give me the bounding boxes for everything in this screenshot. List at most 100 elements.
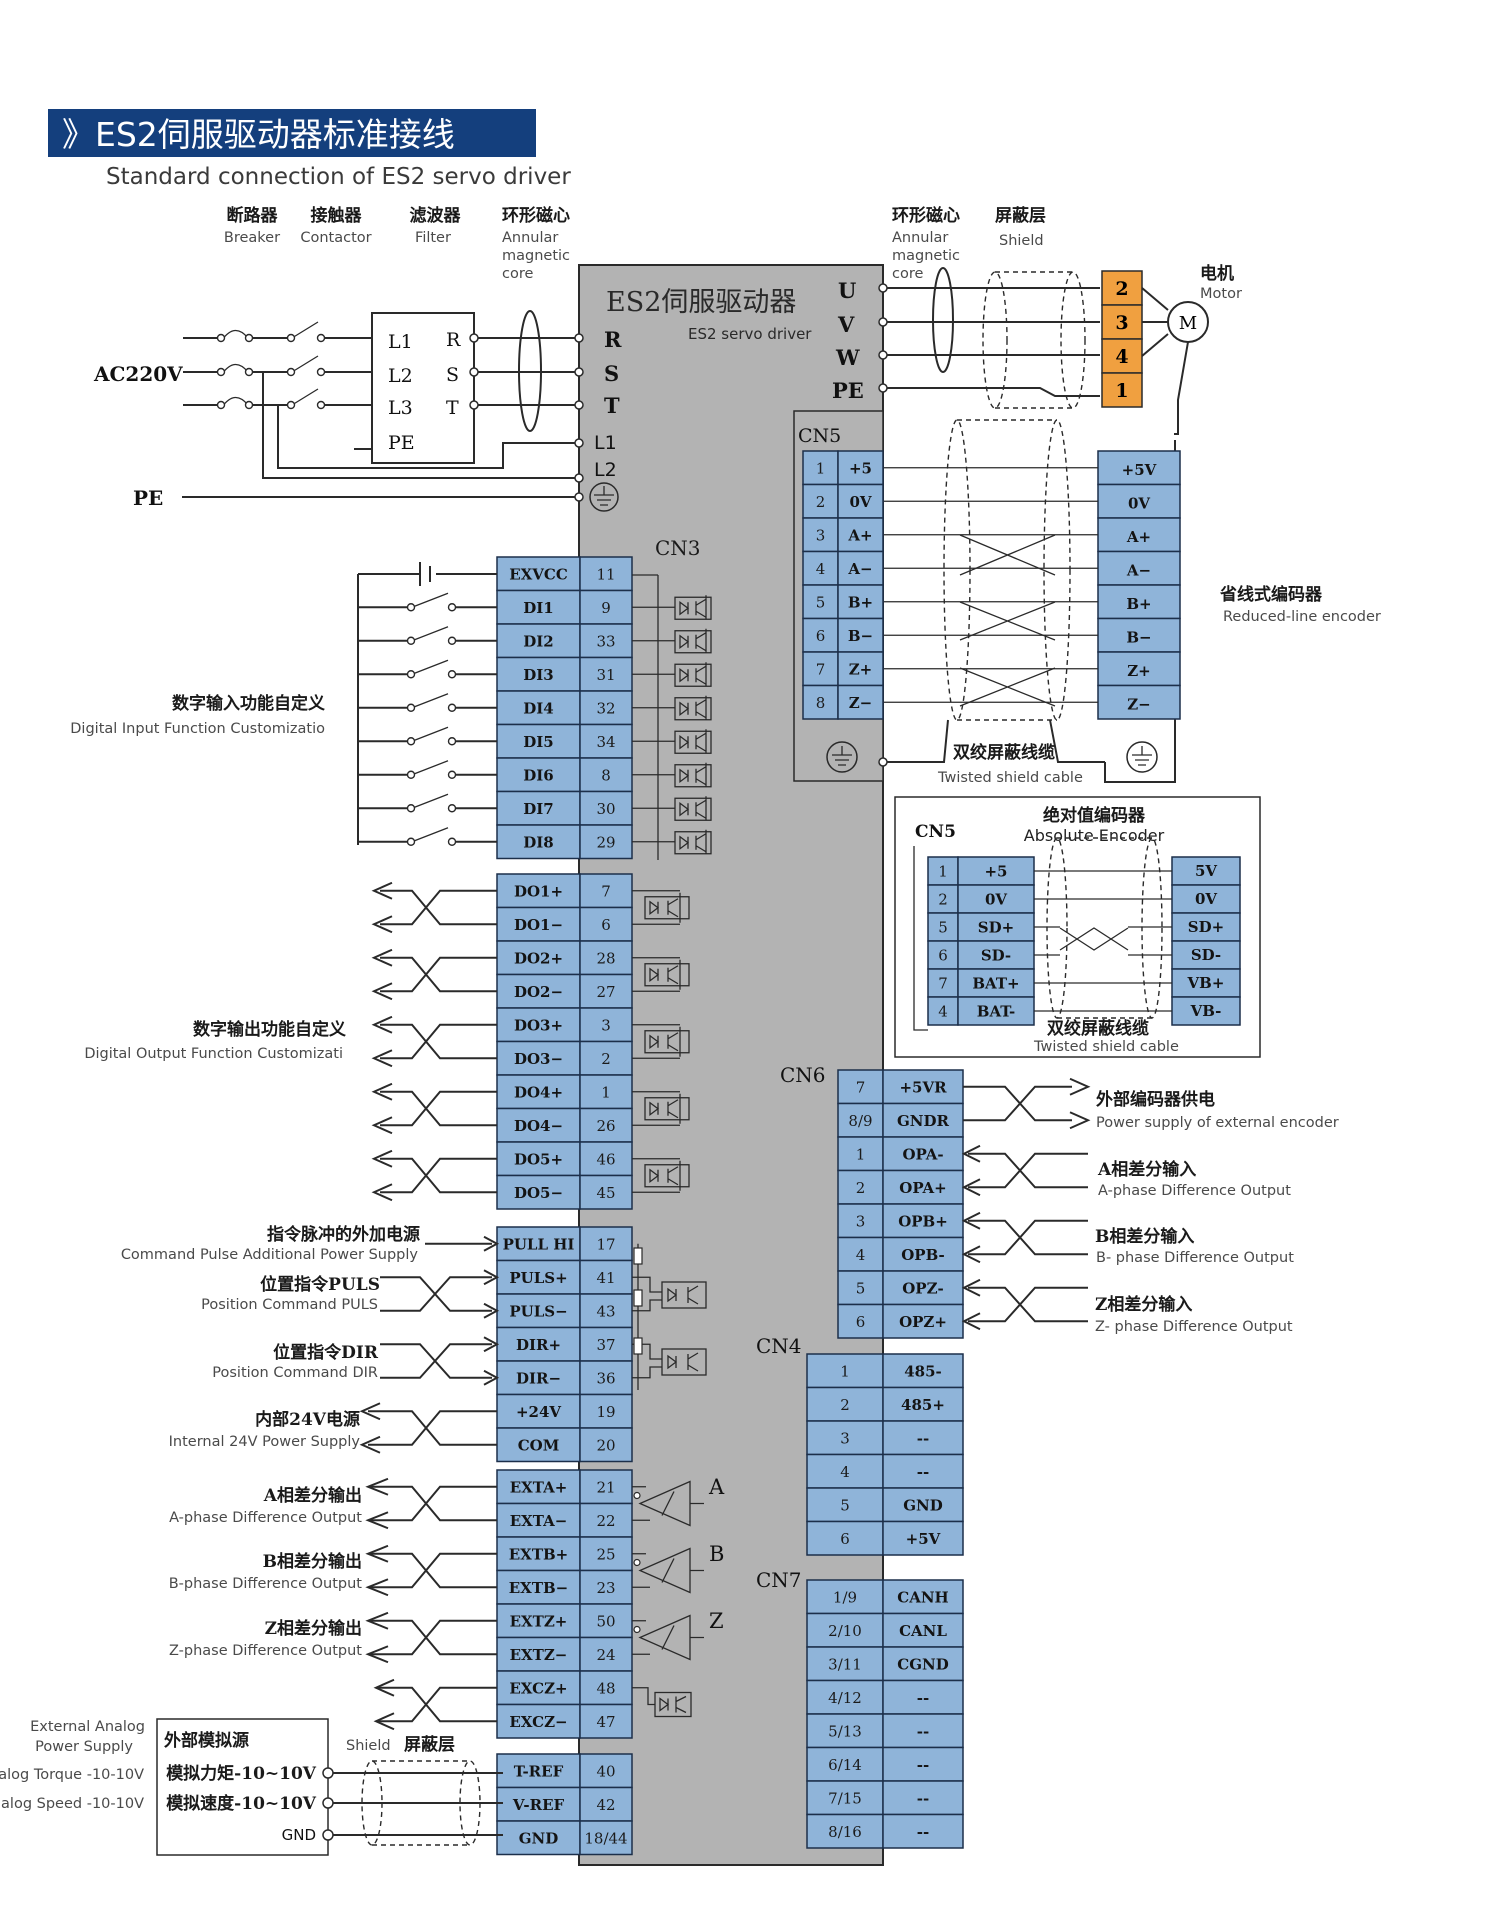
svg-text:0V: 0V <box>1195 890 1217 908</box>
abs-pin-5-text-b: SD+ <box>978 919 1014 937</box>
cn3-pulse-puls: PULS−43 <box>496 1293 633 1329</box>
cn3-in-exvcc-cell-b <box>579 556 633 592</box>
cn3-ext-exta-cell-b <box>579 1502 633 1538</box>
cn7-pin-3-11-text-a: 3/11 <box>828 1655 862 1673</box>
encoder-label-en: Reduced-line encoder <box>1223 609 1381 625</box>
cn3-ext-extb-text-a: EXTB− <box>509 1579 568 1597</box>
cn3-pulse-24v-text-a: +24V <box>516 1403 561 1421</box>
puls-label-cn: 位置指令PULS <box>260 1274 380 1295</box>
cn3-out-do2-text-a: DO2+ <box>514 949 563 967</box>
abs-pin-6-text-a: 6 <box>938 947 948 965</box>
svg-text:SD+: SD+ <box>1188 918 1224 936</box>
cn5-pin-1-text-b: +5 <box>849 459 872 477</box>
do-optocoupler-icon <box>644 892 690 923</box>
pull-label-en: Command Pulse Additional Power Supply <box>121 1247 419 1263</box>
cn3-out-do2-text-b: 27 <box>596 983 615 1001</box>
filter-out-r: R <box>446 329 461 351</box>
abs-title-en: Absolute Encoder <box>1024 826 1165 845</box>
filter-in-pe: PE <box>388 432 415 454</box>
filter-in-l3: L3 <box>388 397 413 419</box>
ac-supply-label: AC220V <box>93 362 183 386</box>
cn4-pin-3-text-b: -- <box>917 1429 929 1447</box>
abs-pin-6-cell-a <box>927 940 959 970</box>
analog-gnd: GND <box>282 1826 316 1844</box>
cn3-out-do1-cell-a <box>496 906 581 942</box>
analog-ext-en-2: Power Supply <box>35 1739 133 1755</box>
cn3-pulse-com-text-b: 20 <box>596 1436 615 1454</box>
cn3-out-do4: DO4+1 <box>496 1074 633 1110</box>
cn3-in-di7-cell-b <box>579 790 633 826</box>
cn3-analog-gnd-cell-b <box>579 1820 633 1856</box>
cn3-out-do5: DO5+46 <box>496 1141 633 1177</box>
cn3-out-do4-text-a: DO4− <box>514 1117 563 1135</box>
cn3-out-do1-text-a: DO1+ <box>514 882 563 900</box>
di-optocoupler-icon <box>674 595 712 620</box>
svg-text:B−: B− <box>1126 628 1151 646</box>
cn3-ext-extz-cell-b <box>579 1603 633 1639</box>
pulse-optocoupler-icon <box>661 1348 707 1376</box>
cn3-ext-extz-text-a: EXTZ− <box>510 1646 568 1664</box>
cn3-out-do5: DO5−45 <box>496 1174 633 1210</box>
resistor-icon <box>633 1337 643 1355</box>
di-optocoupler-icon <box>674 796 712 821</box>
cn3-pulse-puls-cell-a <box>496 1293 581 1329</box>
cn3-out-do1-text-b: 6 <box>601 916 611 934</box>
cn3-analog-t-ref-text-a: T-REF <box>514 1762 564 1780</box>
breaker-label-en: Breaker <box>224 230 280 246</box>
cn3-ext-excz-cell-b <box>579 1703 633 1739</box>
cn3-analog-gnd-text-a: GND <box>519 1829 559 1847</box>
cn3-in-di7-text-b: 30 <box>596 800 615 818</box>
terminal-r: R <box>604 327 622 352</box>
cn3-in-exvcc-text-b: 11 <box>596 565 615 583</box>
cn3-out-do4-cell-a <box>496 1107 581 1143</box>
page-title: 》ES2伺服驱动器标准接线 <box>62 115 455 154</box>
cn3-analog-t-ref: T-REF 40 <box>496 1753 633 1789</box>
cn5-pin-3-cell-b <box>837 517 884 553</box>
cn7-pin-2-10-cell-b <box>882 1612 964 1648</box>
core-label-en-3: core <box>502 266 533 282</box>
z-out-label-cn: Z相差分输出 <box>265 1618 362 1639</box>
cn3-ext-excz-text-a: EXCZ− <box>509 1713 567 1731</box>
buffer-b-letter: B <box>709 1542 724 1566</box>
analog-source-box <box>156 1718 329 1856</box>
cn3-out-do2: DO2−27 <box>496 973 633 1009</box>
analog-speed-cn: 模拟速度-10~10V <box>166 1793 317 1814</box>
cn3-out-do2-text-b: 28 <box>596 949 615 967</box>
cn7-pin-3-11-text-b: CGND <box>897 1655 948 1673</box>
cn3-ext-extb-text-b: 25 <box>596 1545 615 1563</box>
cn3-out-do1: DO1− 6 <box>496 906 633 942</box>
cn6-pin-1-text-b: OPA- <box>902 1145 943 1163</box>
cn6-pin-2-cell-a <box>837 1169 884 1205</box>
cn5-pin-4-cell-a <box>802 550 839 586</box>
shield-label-en: Shield <box>999 233 1044 249</box>
b-out-label-en: B-phase Difference Output <box>169 1576 363 1592</box>
cn4-pin-3-cell-b <box>882 1420 964 1456</box>
filter-box <box>371 312 475 464</box>
cn3-pulse-dir-text-b: 37 <box>596 1336 615 1354</box>
abs-pin-1: 1+5 <box>927 856 1035 886</box>
cn3-out-do1-text-a: DO1− <box>514 916 563 934</box>
cn5-cable-label-en: Twisted shield cable <box>937 770 1083 786</box>
cn3-analog-t-ref-text-b: 40 <box>596 1762 615 1780</box>
cn3-ext-exta: EXTA−22 <box>496 1502 633 1538</box>
cn3-in-di1-text-a: DI1 <box>523 599 553 617</box>
buffer-z-letter: Z <box>709 1609 724 1633</box>
encoder-pin-z-7: Z− <box>1097 684 1181 720</box>
abs-enc-pin-sd-3: SD- <box>1171 940 1241 970</box>
cn3-pulse-puls-text-a: PULS+ <box>509 1269 567 1287</box>
cn5-pin-4-text-b: A− <box>847 560 872 578</box>
cn4-label: CN4 <box>756 1334 802 1358</box>
cn3-ext-extz-text-b: 24 <box>596 1646 615 1664</box>
cn6-pin-4-cell-b <box>882 1236 964 1272</box>
